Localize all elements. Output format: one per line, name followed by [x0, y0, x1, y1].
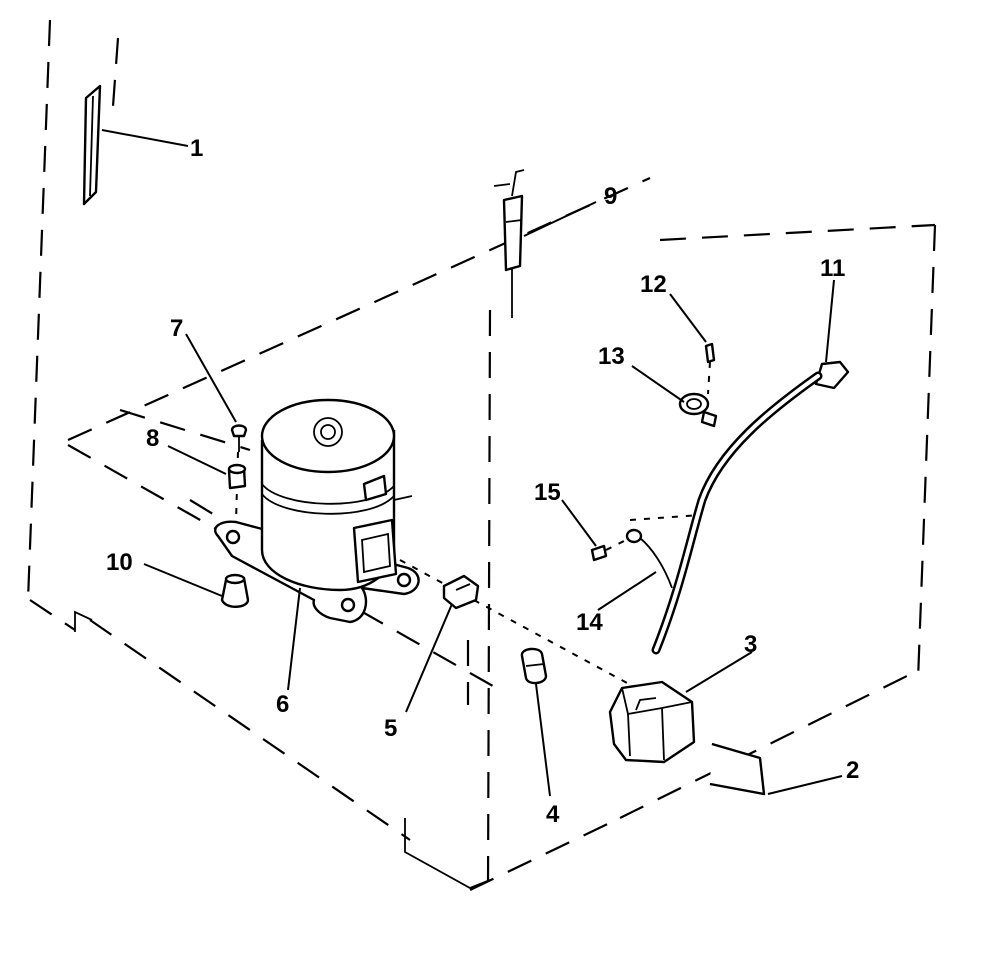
callout-10: 10 [106, 549, 133, 576]
callout-6: 6 [276, 691, 289, 718]
callout-3: 3 [744, 631, 757, 658]
callout-9: 9 [604, 183, 617, 210]
part-13-clamp [678, 392, 718, 428]
part-1-strip [82, 84, 102, 206]
callout-8: 8 [146, 425, 159, 452]
part-9-probe [493, 169, 525, 318]
callout-12: 12 [640, 271, 667, 298]
part-2-bracket [709, 742, 766, 796]
part-12-screw [704, 342, 716, 395]
part-11-cord [651, 360, 850, 655]
callout-14: 14 [576, 609, 603, 636]
callout-7: 7 [170, 315, 183, 342]
callout-4: 4 [546, 801, 560, 828]
callout-15: 15 [534, 479, 561, 506]
part-15-screw [590, 539, 627, 562]
callout-2: 2 [846, 757, 859, 784]
part-5-connector [442, 574, 480, 610]
callout-13: 13 [598, 343, 625, 370]
part-4-clip [520, 647, 548, 685]
callouts: 1 2 3 4 5 6 7 8 9 10 11 12 13 14 15 [106, 135, 859, 828]
callout-11: 11 [820, 255, 845, 282]
callout-1: 1 [190, 135, 203, 162]
leader-lines [101, 129, 843, 797]
part-3-cover [608, 680, 696, 764]
part-7-bolt [230, 424, 248, 523]
cabinet-outline [26, 19, 937, 891]
part-8-spacer [227, 463, 247, 490]
part-14-ground-wire [625, 528, 673, 589]
part-6-compressor [214, 398, 420, 624]
part-10-grommet [220, 573, 250, 608]
callout-5: 5 [384, 715, 397, 742]
